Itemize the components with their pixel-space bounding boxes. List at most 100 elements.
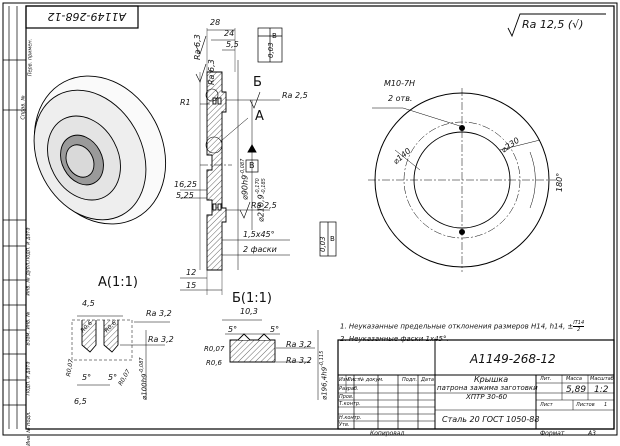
roughness-general-symbol	[507, 13, 606, 38]
thread-label: M10-7H	[384, 79, 416, 88]
tol-runout-top-value: 0,03	[267, 42, 275, 58]
detail-b-diam: ⌀196,4h9-0,115	[319, 351, 329, 400]
note-1-frac-bot: 2	[577, 327, 581, 333]
mass-value: 5,89	[566, 385, 587, 395]
row-tkontr: Т.контр.	[339, 401, 361, 407]
row-nkontr: Н.контр.	[339, 415, 362, 421]
dim-5-25: 5,25	[176, 191, 194, 200]
diam-90h9-value: ⌀90h9	[240, 174, 250, 200]
roughness-general-value: Ra 12,5	[522, 18, 565, 31]
detail-a-diam-tol: -0,087	[139, 357, 145, 374]
margin-label-inv-dubl: Инв. № дубл.	[25, 261, 32, 296]
tol-runout-top-datum: В	[272, 32, 277, 40]
angle-180: 180°	[555, 172, 564, 192]
left-margin-column	[3, 6, 26, 429]
dim-24: 24	[224, 29, 235, 38]
title-designation: А1149-268-12	[470, 352, 556, 366]
copied-label: Копировал	[370, 430, 405, 437]
note-1-frac-top: IT14	[573, 320, 585, 327]
title-block-grid	[337, 339, 615, 430]
detail-b-diam-value: ⌀196,4h9	[320, 366, 329, 400]
margin-label-vzam: Взам. инв. №	[25, 311, 32, 346]
note-1: 1. Неуказанные предельные отклонения раз…	[340, 320, 585, 333]
col-doc: № докум.	[359, 377, 384, 383]
roughness-general: Ra 12,5 (√)	[522, 19, 583, 30]
rotated-code: A1149-268-12	[47, 10, 126, 23]
diam-210-tol-bot: -0,185	[261, 178, 267, 195]
detail-b-ra-a: Ra 3,2	[286, 340, 312, 349]
detail-b-angle-a: 5°	[228, 325, 238, 334]
ra-6-3-b: Ra 6,3	[207, 59, 216, 85]
r1-label: R1	[180, 98, 191, 107]
diam-90h9-tol: -0,087	[240, 158, 246, 175]
diam-210-tol: -0,170-0,185	[255, 178, 267, 194]
view-letter-b: Б	[253, 75, 262, 90]
margin-label-podp1: Подп. и дата	[25, 227, 32, 262]
part-name-1: Крышка	[474, 375, 509, 384]
note-2: 2. Неуказанные фаски 1x45°.	[340, 335, 449, 343]
diam-90h9: ⌀90h9-0,087	[240, 158, 250, 200]
chamfer: 1,5x45°	[243, 230, 275, 239]
mass-header: Масса	[566, 376, 582, 382]
col-sign: Подп.	[402, 377, 418, 383]
detail-b-ra-b: Ra 3,2	[286, 356, 312, 365]
detail-b-title: Б(1:1)	[232, 291, 272, 306]
format-label: Формат	[540, 430, 565, 437]
material: Сталь 20 ГОСТ 1050-88	[442, 415, 540, 424]
detail-a-diam: ⌀100h9-0,087	[139, 357, 149, 400]
col-list: Лист	[347, 377, 360, 383]
detail-a-angle-b: 5°	[108, 373, 118, 382]
ra-6-3-a: Ra 6,3	[193, 34, 202, 60]
scale-header: Масштаб	[590, 376, 614, 382]
detail-a-title: А(1:1)	[98, 275, 138, 290]
note-1-text: 1. Неуказанные предельные отклонения раз…	[340, 322, 574, 331]
detail-b-r0-07: R0,07	[204, 345, 225, 353]
dim-15: 15	[186, 281, 197, 290]
holes-label: 2 отв.	[388, 94, 413, 103]
dim-12: 12	[186, 268, 197, 277]
dim-16-25: 16,25	[174, 180, 197, 189]
tol-runout-bottom-datum: В	[330, 235, 335, 243]
margin-label-podp2: Подп. и дата	[25, 361, 32, 396]
roughness-general-bracket: (√)	[567, 18, 584, 31]
dim-28: 28	[210, 18, 221, 27]
part-name-3: ХПТР 30-60	[466, 393, 508, 401]
scale-value: 1:2	[594, 385, 609, 395]
row-razrab: Разраб.	[339, 386, 359, 392]
dim-5-5: 5,5	[226, 40, 239, 49]
sheets-count: 1	[604, 402, 608, 408]
detail-a-view	[71, 315, 170, 400]
detail-b-r0-6: R0,6	[206, 359, 222, 367]
ra-2-5-bottom: Ra 2,5	[251, 201, 277, 210]
detail-a-diam-value: ⌀100h9	[140, 373, 149, 400]
sheet-label: Лист	[540, 402, 553, 408]
ra-2-5-top: Ra 2,5	[282, 91, 308, 100]
outer-frame	[2, 2, 618, 436]
code-box	[25, 5, 139, 29]
inner-frame	[25, 5, 615, 430]
lit-header: Лит.	[540, 376, 552, 382]
tol-runout-bottom-value: 0,03	[319, 236, 327, 252]
col-izm: Изм	[339, 377, 350, 383]
detail-a-ra-a: Ra 3,2	[146, 309, 172, 318]
detail-a-dim-6-5: 6,5	[74, 397, 87, 406]
row-utv: Утв.	[339, 422, 350, 428]
datum-b: В	[249, 161, 255, 170]
part-name-2: патрона зажима заготовки	[437, 384, 538, 392]
view-letter-a: А	[255, 109, 264, 124]
margin-label-sprav: Справ. №	[20, 95, 27, 120]
front-view	[368, 88, 556, 272]
detail-b-angle-b: 5°	[270, 325, 280, 334]
detail-a-dim-4-5: 4,5	[82, 299, 95, 308]
format-value: А3	[588, 430, 596, 437]
margin-label-perv: Перв. примен.	[27, 38, 34, 77]
section-view	[180, 27, 337, 295]
margin-label-inv-podl: Инв. № подл.	[25, 411, 32, 446]
col-date: Дата	[421, 377, 434, 383]
detail-a-angle-a: 5°	[82, 373, 92, 382]
detail-a-ra-b: Ra 3,2	[148, 335, 174, 344]
detail-b-view	[222, 319, 319, 400]
